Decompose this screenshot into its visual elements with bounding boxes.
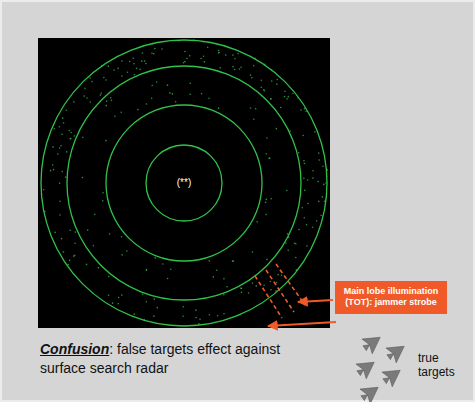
- radar-display: (**): [38, 38, 330, 328]
- aircraft-icons: [353, 330, 409, 402]
- range-rings: [41, 40, 327, 326]
- jammer-strobe: [255, 264, 305, 318]
- center-mark: (**): [177, 177, 191, 190]
- emphasis-word: Confusion: [40, 341, 109, 357]
- caption-block: Confusion: false targets effect against …: [40, 340, 285, 378]
- target-label: true targets: [418, 351, 470, 380]
- callout-box: Main lobe illumination (TOT): jammer str…: [335, 281, 447, 314]
- leader-lines: [268, 300, 336, 326]
- sea-clutter: [41, 39, 328, 326]
- callout-text: Main lobe illumination (TOT): jammer str…: [341, 286, 441, 309]
- radar-screen: [38, 38, 330, 328]
